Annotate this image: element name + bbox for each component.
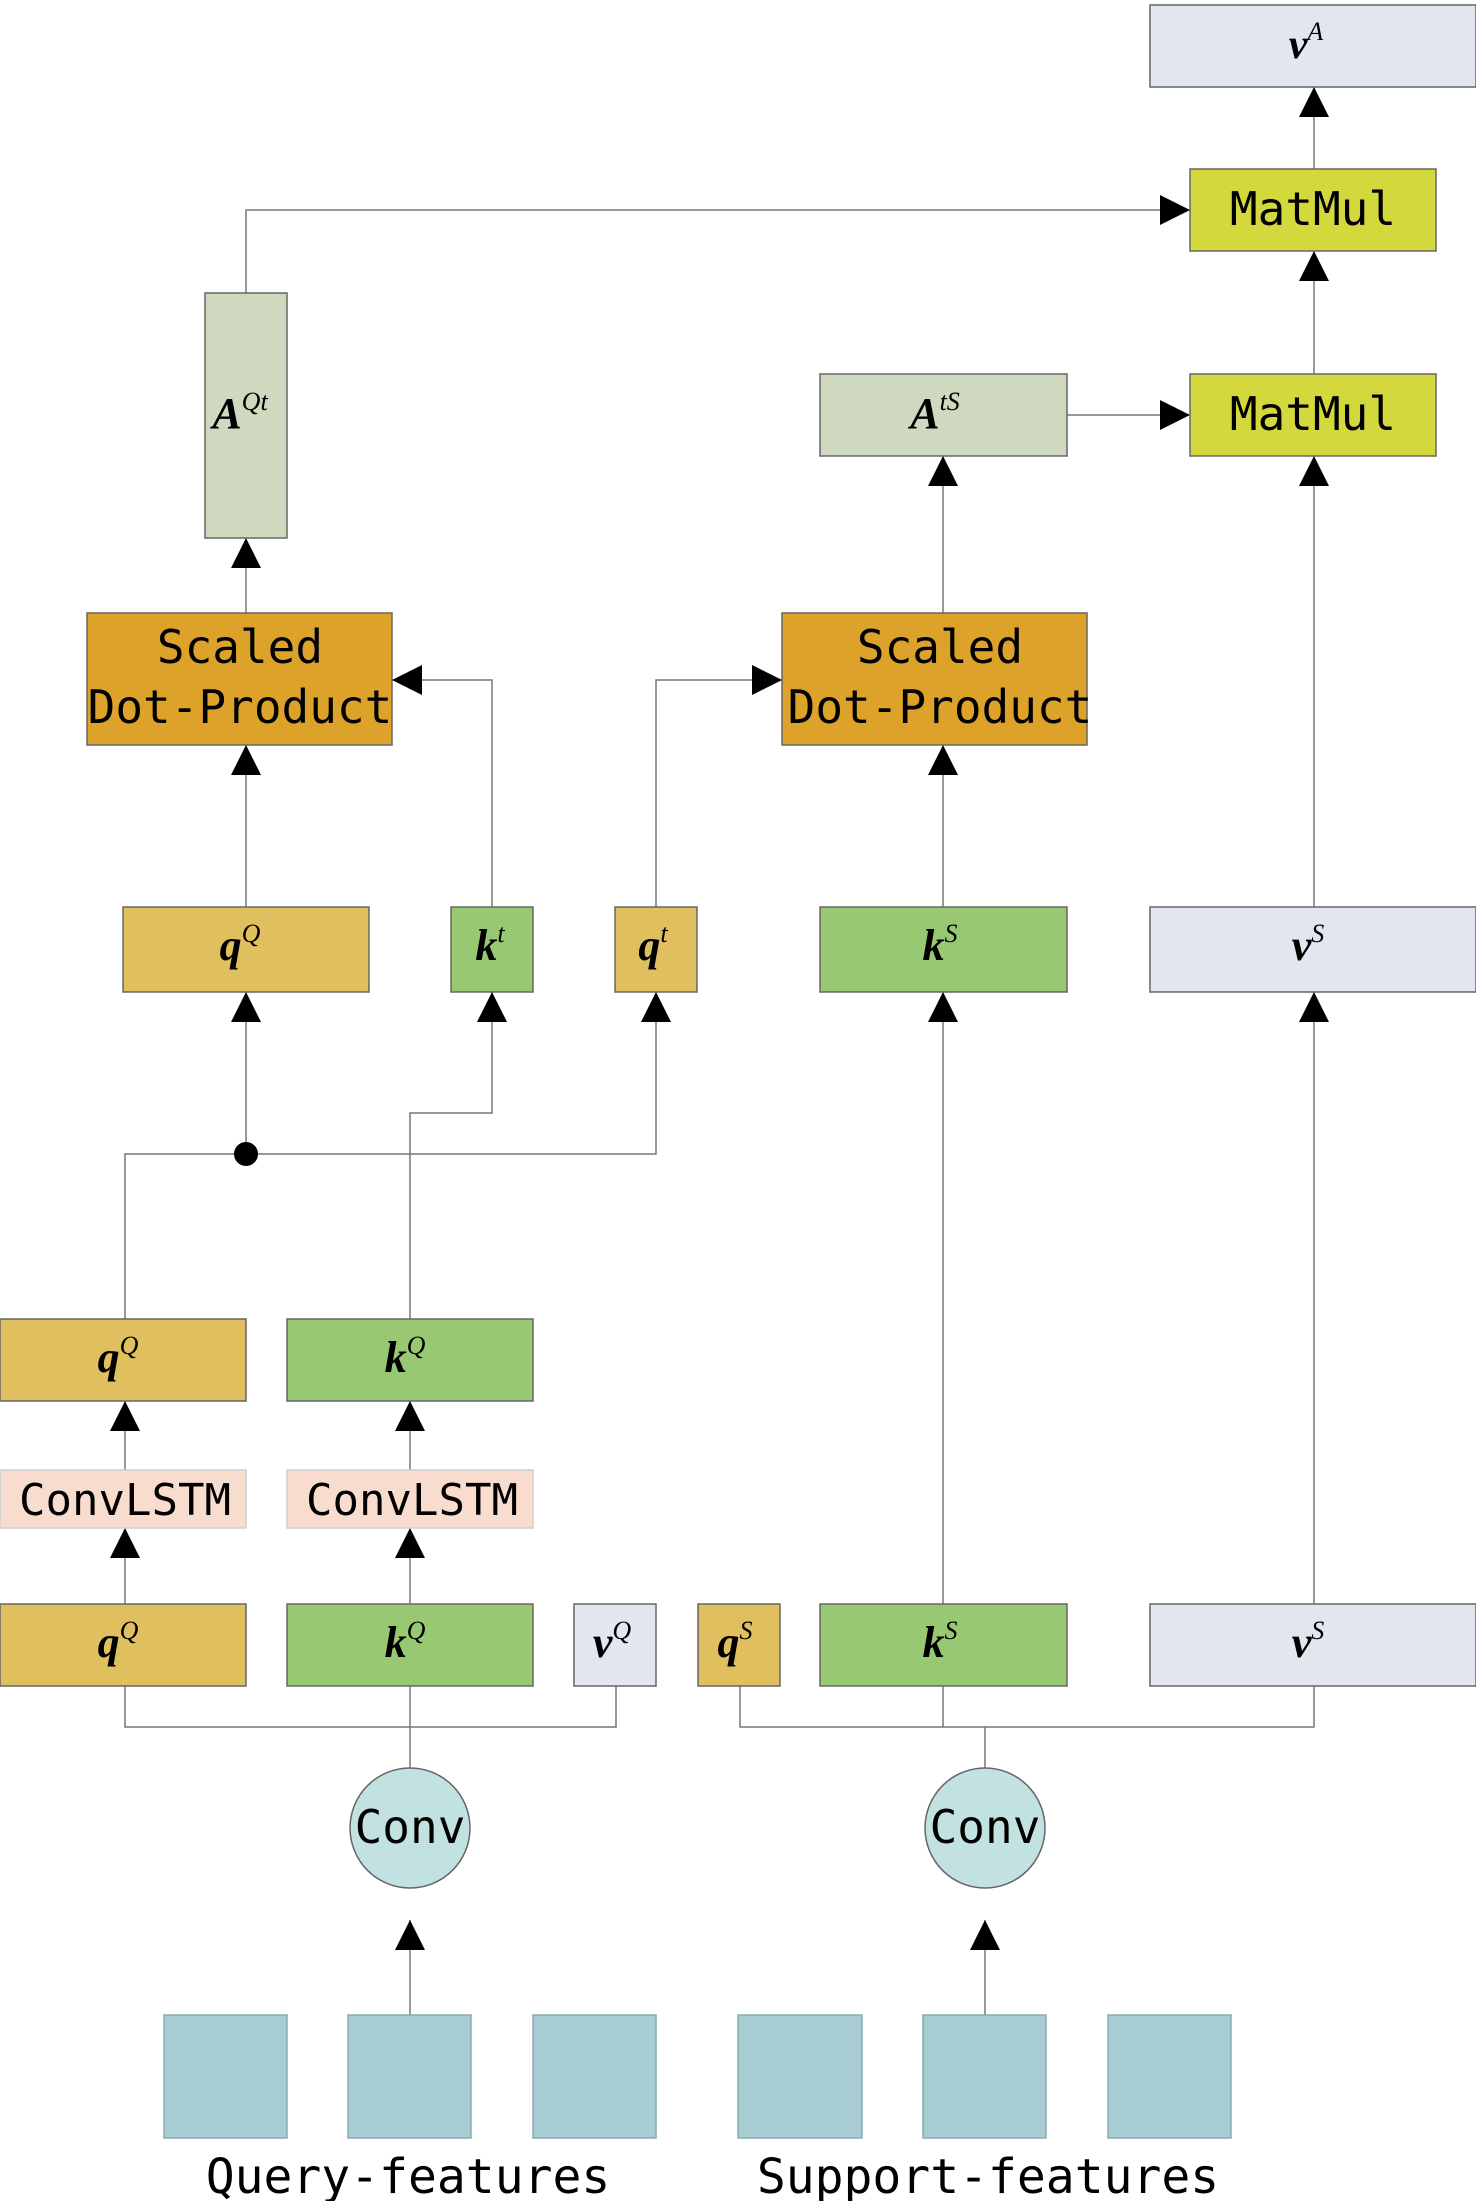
edge-conv-left-split (124, 1686, 617, 1728)
convlstm-right-box (286, 1469, 534, 1529)
edge-qQ-mid-to-junction (124, 992, 671, 1319)
query-feature-3 (532, 2014, 657, 2139)
qQ-mid-box (0, 1318, 247, 1402)
AtS-box (819, 373, 1068, 457)
edge-kQ-mid-to-kt (409, 992, 507, 1319)
matmul-mid-box (1189, 373, 1437, 457)
AQt-label: AQt (209, 387, 268, 438)
qQ-top-label: qQ (220, 919, 261, 970)
conv-left-circle (349, 1767, 471, 1889)
kQ-bot-label: kQ (385, 1616, 426, 1667)
vA-label: vA (1289, 17, 1324, 68)
support-feature-1 (737, 2014, 863, 2139)
qS-bot-box (697, 1603, 781, 1687)
convlstm-left-label: ConvLSTM (19, 1475, 231, 1526)
vA-box (1149, 4, 1476, 88)
edge-AQt-to-matmul-top (245, 195, 1190, 293)
support-features-caption: Support-features (757, 2149, 1219, 2201)
matmul-top-label: MatMul (1230, 182, 1396, 236)
qQ-top-box (122, 906, 370, 993)
sdp-left-label-line2: Dot-Product (88, 680, 393, 734)
support-feature-3 (1107, 2014, 1232, 2139)
vS-bot-label: vS (1292, 1616, 1325, 1667)
sdp-left-label-line1: Scaled (157, 620, 323, 674)
junction-dot (234, 1142, 258, 1166)
kQ-mid-box (286, 1318, 534, 1402)
conv-right-circle (924, 1767, 1046, 1889)
kS-bot-label: kS (923, 1616, 958, 1667)
conv-right-label: Conv (930, 1800, 1041, 1854)
qt-label: qt (638, 919, 668, 970)
edge-qt-to-sdp-right (655, 665, 782, 907)
support-feature-2 (922, 2014, 1047, 2139)
vS-top-label: vS (1292, 919, 1325, 970)
edge-kt-to-sdp-left (392, 665, 493, 907)
query-features-caption: Query-features (206, 2149, 611, 2201)
vQ-bot-box (573, 1603, 657, 1687)
vQ-bot-label: vQ (593, 1616, 632, 1667)
matmul-mid-label: MatMul (1230, 387, 1396, 441)
qQ-mid-label: qQ (98, 1331, 139, 1382)
convlstm-left-box (0, 1469, 247, 1529)
connections (110, 87, 1329, 2015)
convlstm-right-label: ConvLSTM (306, 1475, 518, 1526)
edge-conv-right-split (739, 1686, 1315, 1728)
query-feature-1 (163, 2014, 288, 2139)
vS-top-box (1149, 906, 1476, 993)
AtS-label: AtS (907, 387, 960, 438)
kS-top-box (819, 906, 1068, 993)
sdp-left-box (86, 612, 393, 746)
kS-bot-box (819, 1603, 1068, 1687)
query-feature-2 (347, 2014, 472, 2139)
AQt-box (204, 292, 288, 539)
qQ-bot-box (0, 1603, 247, 1687)
qQ-bot-label: qQ (98, 1616, 139, 1667)
sdp-right-label-line2: Dot-Product (788, 680, 1093, 734)
qS-bot-label: qS (718, 1616, 753, 1667)
conv-left-label: Conv (355, 1800, 466, 1854)
matmul-top-box (1189, 168, 1437, 252)
kt-label: kt (475, 919, 505, 970)
kt-box (450, 906, 534, 993)
qt-box (614, 906, 698, 993)
kQ-mid-label: kQ (385, 1331, 426, 1382)
kQ-bot-box (286, 1603, 534, 1687)
sdp-right-box (781, 612, 1088, 746)
vS-bot-box (1149, 1603, 1476, 1687)
sdp-right-label-line1: Scaled (857, 620, 1023, 674)
kS-top-label: kS (923, 919, 958, 970)
